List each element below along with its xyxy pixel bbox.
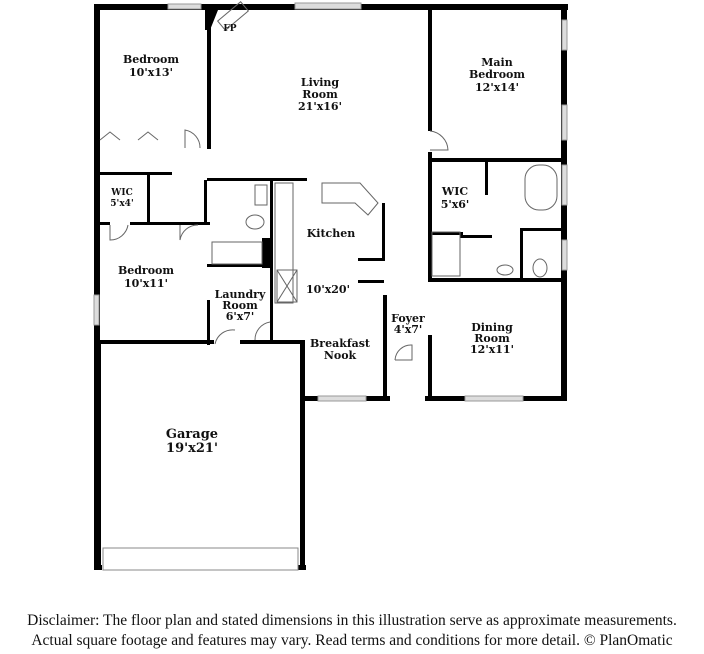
room-garage-size: 19'x21'	[166, 441, 218, 456]
room-bedroom-1-name: Bedroom	[123, 53, 179, 66]
svg-text:Room: Room	[474, 332, 510, 345]
fixtures	[99, 1, 558, 361]
svg-text:Laundry: Laundry	[215, 288, 266, 301]
room-wic-1-name: WIC	[110, 188, 132, 198]
windows	[93, 2, 568, 571]
room-foyer-size: 4'x7'	[394, 323, 423, 336]
room-bedroom-1-size: 10'x13'	[129, 66, 173, 79]
room-breakfast-2: Nook	[324, 349, 357, 362]
room-living-size: 21'x16'	[298, 100, 342, 113]
room-living-name-1: Living	[301, 76, 339, 89]
room-kitchen-size: 10'x20'	[306, 283, 350, 296]
svg-text:Main: Main	[481, 56, 512, 69]
room-foyer-name: Foyer	[391, 312, 425, 325]
room-wic-1-size: 5'x4'	[110, 199, 133, 209]
svg-text:Dining: Dining	[471, 321, 513, 334]
disclaimer-line-2: Actual square footage and features may v…	[31, 632, 673, 649]
room-living-name-2: Room	[302, 88, 338, 101]
room-kitchen-name: Kitchen	[307, 227, 356, 240]
room-breakfast-1: Breakfast	[310, 337, 371, 350]
fireplace-label: FP	[223, 24, 236, 34]
disclaimer-line-1: Disclaimer: The floor plan and stated di…	[27, 612, 677, 629]
room-wic-2-name: WIC	[441, 185, 468, 198]
room-labels: Bedroom 10'x13' Living Room 21'x16' Main…	[110, 24, 525, 456]
room-garage-name: Garage	[166, 427, 218, 442]
room-bedroom-2-name: Bedroom	[118, 264, 174, 277]
room-bedroom-2-size: 10'x11'	[124, 277, 168, 290]
svg-text:Room: Room	[222, 299, 258, 312]
room-main-bedroom-name: Bedroom	[469, 68, 525, 81]
room-wic-2-size: 5'x6'	[441, 198, 470, 211]
room-main-bedroom-size: 12'x14'	[475, 81, 519, 94]
floor-plan: Bedroom 10'x13' Living Room 21'x16' Main…	[93, 1, 568, 571]
room-dining-size: 12'x11'	[470, 343, 514, 356]
room-laundry-size: 6'x7'	[226, 310, 255, 323]
